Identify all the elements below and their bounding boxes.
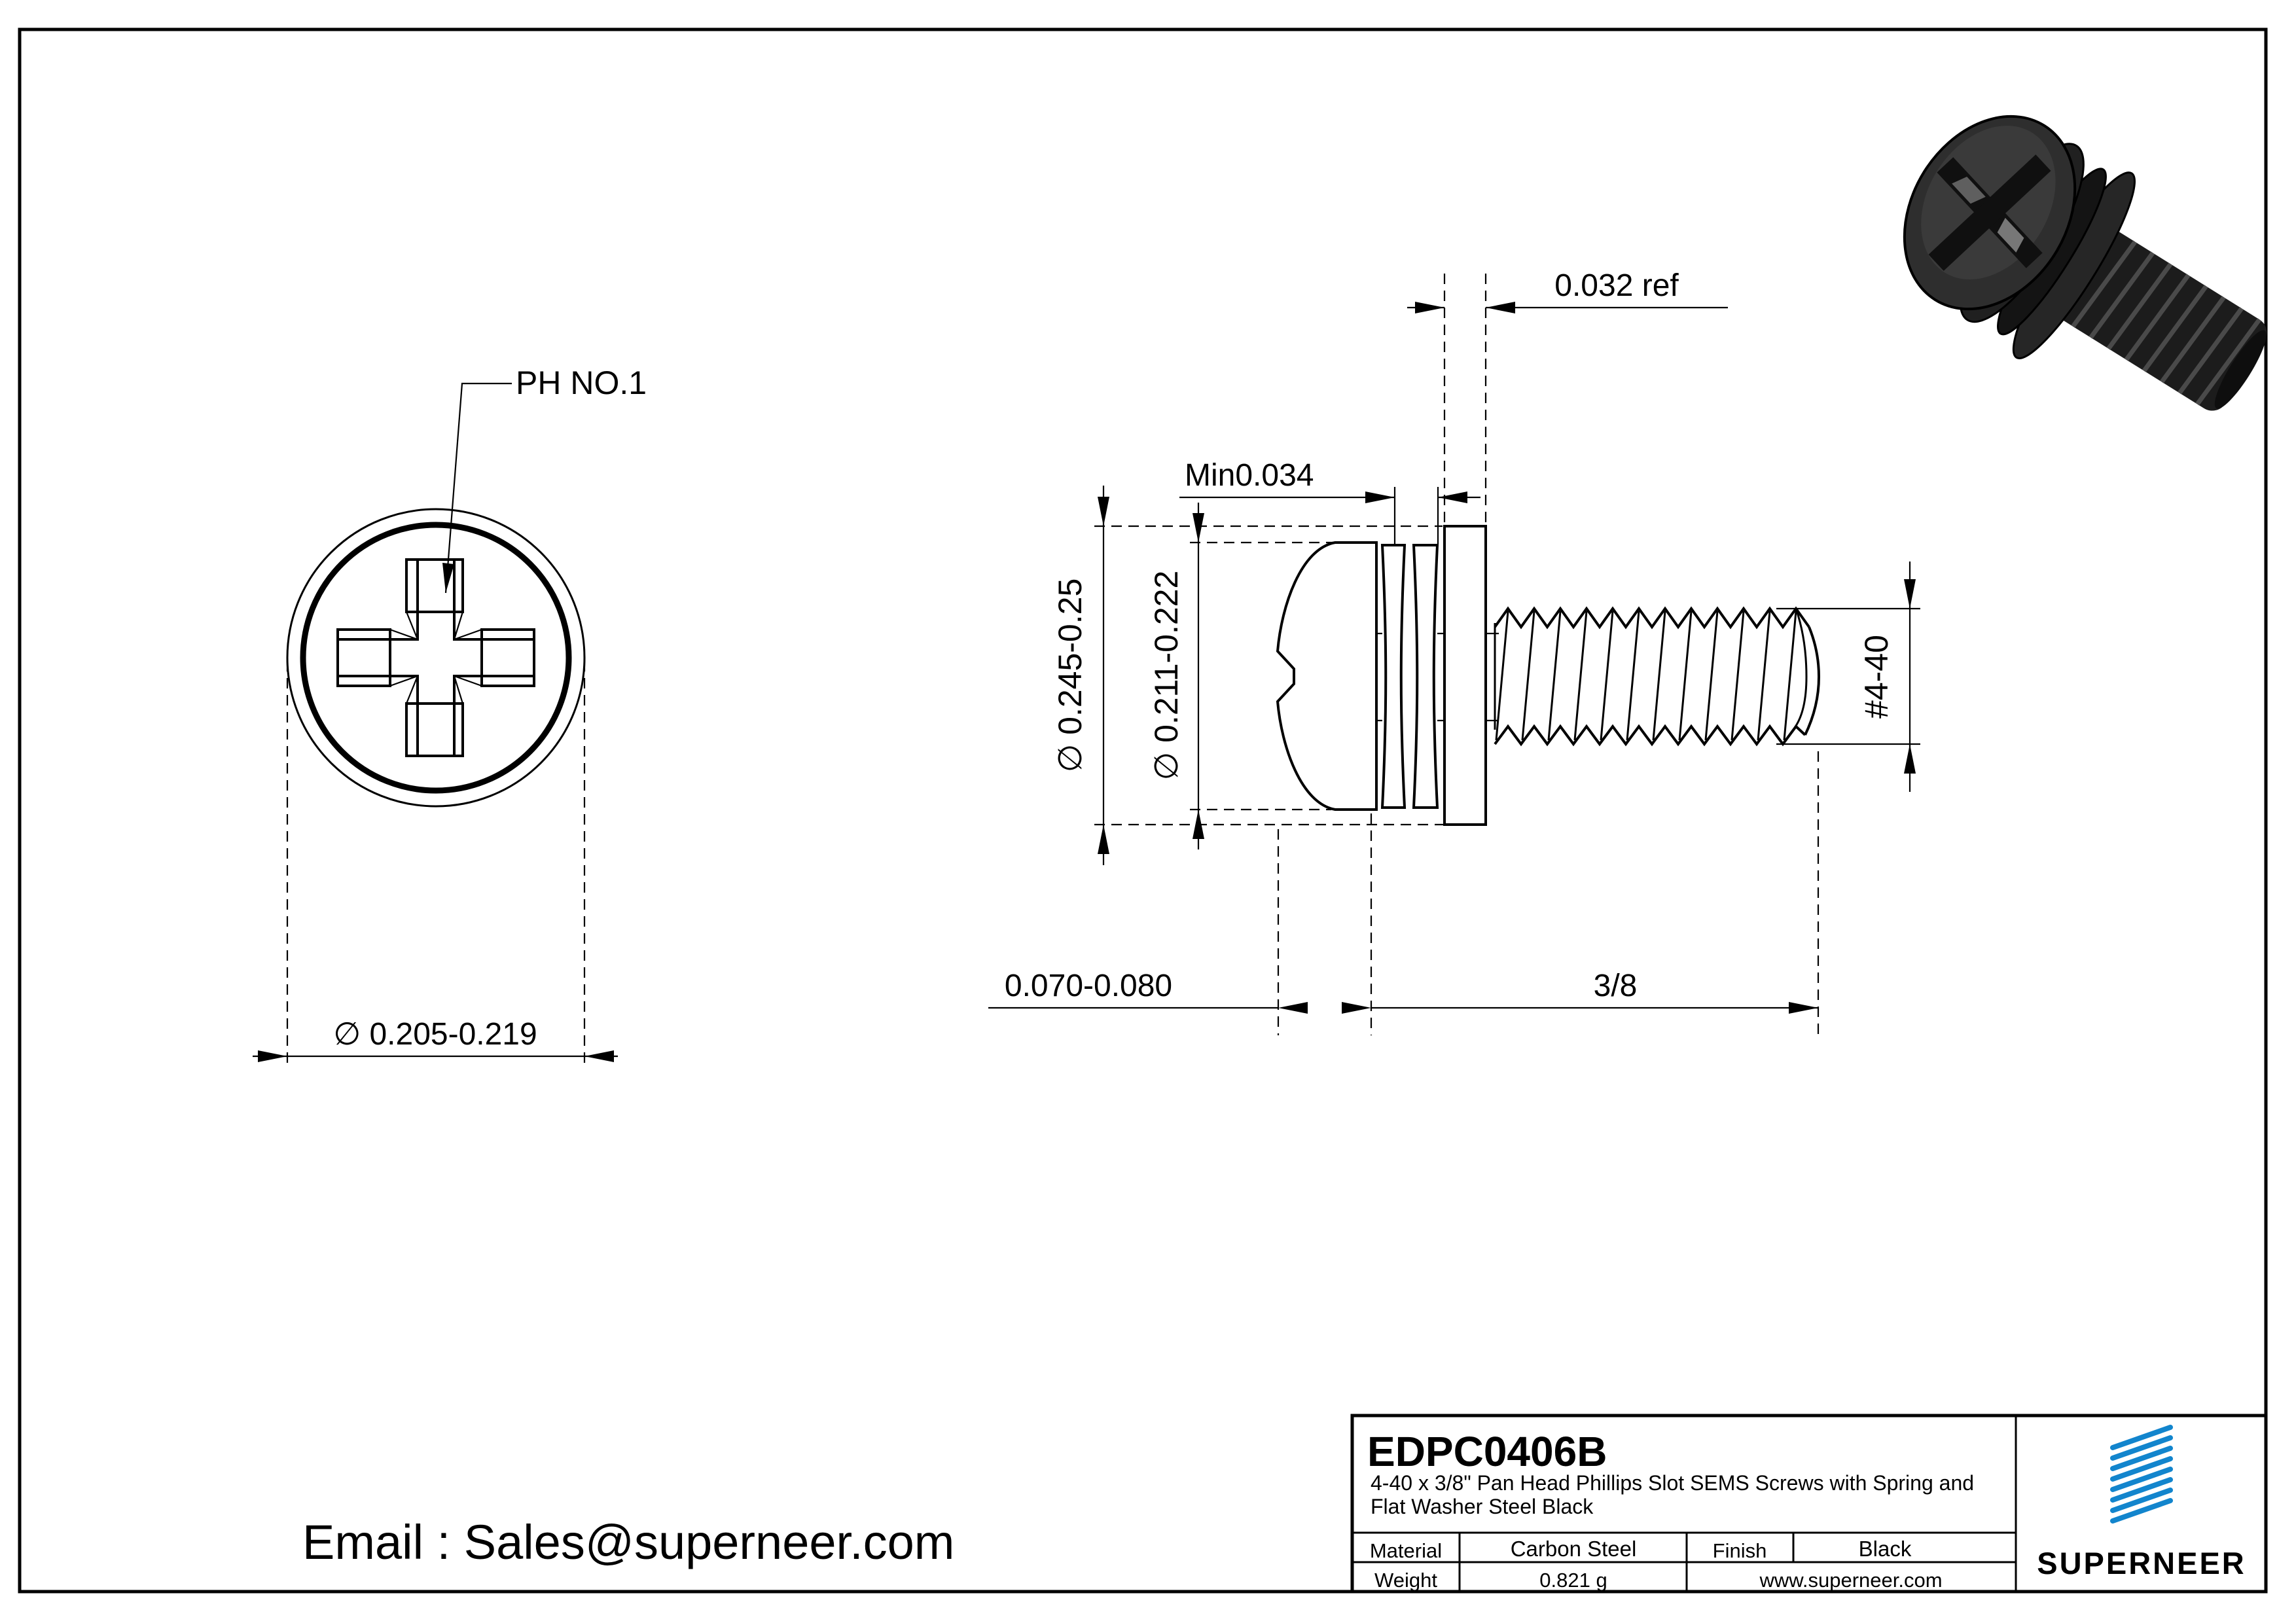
dim-flat-washer-thickness: 0.032 ref: [1407, 268, 1728, 524]
front-view: PH NO.1 ∅ 0.205-0.219: [253, 365, 647, 1067]
finish-value: Black: [1859, 1537, 1912, 1561]
threaded-shank: [1494, 606, 1821, 747]
phillips-cross-icon: [336, 558, 535, 757]
material-value: Carbon Steel: [1511, 1537, 1637, 1561]
drive-label: PH NO.1: [516, 365, 647, 401]
weight-value: 0.821 g: [1539, 1569, 1607, 1592]
side-view: 0.032 ref Min0.034 ∅ 0.245-0.25 ∅ 0.211-…: [988, 268, 1920, 1035]
thread-spec-text: #4-40: [1858, 635, 1895, 719]
drive-label-leader: [442, 382, 512, 594]
spring-washer-leaf: [1412, 544, 1439, 809]
head-diameter-text: ∅ 0.205-0.219: [333, 1017, 537, 1052]
part-number: EDPC0406B: [1367, 1428, 1607, 1475]
flat-washer-profile: [1443, 525, 1487, 826]
flag-icon: [2110, 1425, 2173, 1524]
dim-flat-washer-od: ∅ 0.245-0.25: [1052, 486, 1480, 865]
description-line2: Flat Washer Steel Black: [1371, 1495, 1594, 1518]
finish-label: Finish: [1713, 1539, 1767, 1562]
dim-spring-washer-thickness: Min0.034: [1179, 458, 1480, 544]
flat-washer-od-text: ∅ 0.245-0.25: [1052, 579, 1088, 773]
pan-head-profile: [1276, 541, 1378, 811]
weight-label: Weight: [1374, 1569, 1437, 1592]
title-block: EDPC0406B 4-40 x 3/8" Pan Head Phillips …: [1350, 1414, 2268, 1594]
spring-washer-thickness-text: Min0.034: [1185, 458, 1314, 493]
head-height-text: 0.070-0.080: [1005, 969, 1172, 1003]
brand-name: SUPERNEER: [2037, 1546, 2246, 1580]
dim-head-diameter: ∅ 0.205-0.219: [253, 661, 618, 1067]
dim-spring-washer-od: ∅ 0.211-0.222: [1148, 503, 1335, 849]
website-link[interactable]: www.superneer.com: [1759, 1569, 1942, 1592]
brand-logo: SUPERNEER: [2037, 1425, 2246, 1580]
spring-washer-leaf: [1380, 544, 1407, 809]
thread-length-text: 3/8: [1594, 969, 1638, 1003]
flat-washer-thickness-text: 0.032 ref: [1554, 268, 1679, 303]
phillips-drive-3d-icon: [1928, 154, 2051, 271]
spring-washer-od-text: ∅ 0.211-0.222: [1148, 571, 1185, 781]
email-text: Email : Sales@superneer.com: [302, 1515, 954, 1569]
page-border: [18, 27, 2268, 1594]
dim-thread-spec: #4-40: [1776, 562, 1920, 792]
description-line1: 4-40 x 3/8" Pan Head Phillips Slot SEMS …: [1371, 1471, 1974, 1495]
dim-head-height: 0.070-0.080: [988, 813, 1372, 1035]
dim-thread-length: 3/8: [1371, 751, 1820, 1035]
product-photo: [1903, 115, 2267, 411]
material-label: Material: [1370, 1539, 1442, 1562]
